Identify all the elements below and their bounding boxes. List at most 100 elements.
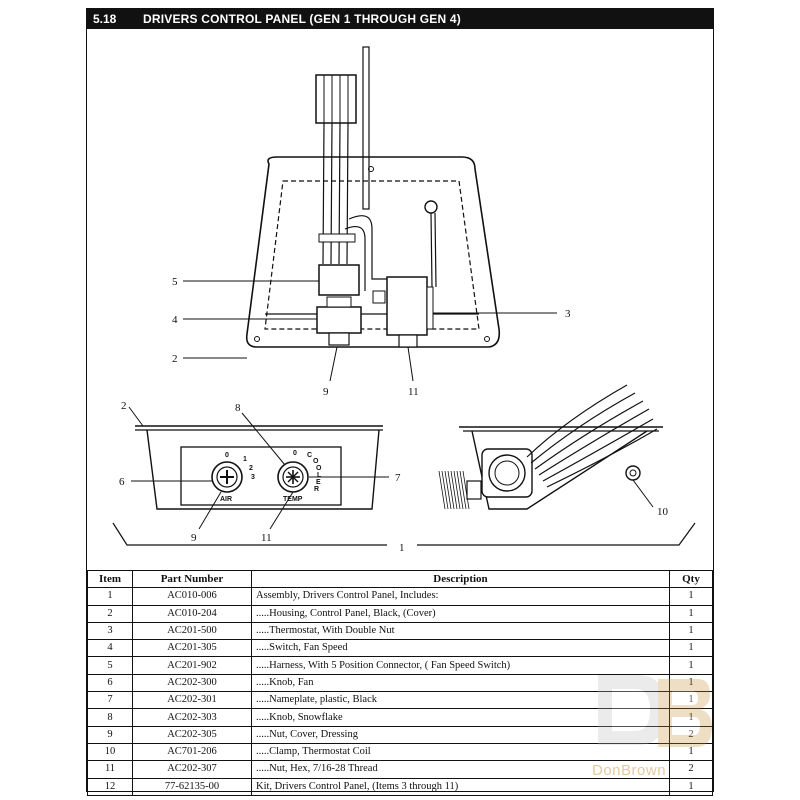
housing-outline [245, 156, 501, 348]
callout-5: 5 [172, 276, 178, 288]
cell-description: .....Switch, Fan Speed [251, 639, 670, 658]
callout-8: 8 [235, 402, 241, 414]
cell-qty: 2 [669, 760, 713, 779]
cell-qty: 1 [669, 691, 713, 710]
cell-description: .....Harness, With 5 Position Connector,… [251, 656, 670, 675]
callout-9: 9 [323, 386, 329, 398]
cell-part-number: AC201-305 [132, 639, 252, 658]
temp-pos-2: O [313, 458, 319, 465]
callout-2-front: 2 [121, 400, 127, 412]
assembly-callout: 1 [399, 542, 405, 554]
cell-item: 7 [87, 691, 133, 710]
cell-qty: 1 [669, 587, 713, 606]
fan-pos-2: 2 [249, 465, 253, 472]
cell-qty: 1 [669, 673, 713, 693]
harness-connector [318, 264, 360, 296]
header-part-number: Part Number [132, 569, 252, 589]
cell-part-number: AC201-902 [132, 656, 252, 675]
header-description: Description [251, 569, 670, 589]
parts-table-header: Item Part Number Description Qty [87, 569, 713, 589]
fan-speed-switch [316, 306, 362, 334]
thermostat [386, 276, 428, 336]
cell-part-number: AC202-300 [132, 673, 252, 693]
cell-part-number: AC202-307 [132, 760, 252, 779]
temp-label: TEMP [283, 496, 303, 503]
nameplate [180, 446, 342, 506]
fan-label: AIR [220, 496, 232, 503]
callout-11-front: 11 [261, 532, 272, 544]
cover-nut-9 [328, 332, 350, 346]
cell-description: Kit, Drivers Control Panel, (Items 3 thr… [251, 777, 670, 796]
callout-4: 4 [172, 314, 178, 326]
section-title: DRIVERS CONTROL PANEL (GEN 1 THROUGH GEN… [143, 12, 461, 26]
cell-qty: 1 [669, 742, 713, 762]
cell-qty: 1 [669, 708, 713, 727]
cell-part-number: 77-62135-00 [132, 777, 252, 796]
top-view-leaders [183, 280, 557, 382]
cell-part-number: AC202-303 [132, 708, 252, 727]
watermark-text: DonBrown [592, 762, 667, 779]
temp-pos-0: 0 [293, 450, 297, 457]
cell-description: .....Nameplate, plastic, Black [251, 691, 670, 710]
temp-pos-1: C [307, 452, 312, 459]
fan-pos-0: 0 [225, 452, 229, 459]
header-qty: Qty [669, 569, 713, 589]
temp-pos-5: E [316, 479, 321, 486]
cell-item: 1 [87, 587, 133, 606]
temp-pos-3: O [316, 465, 322, 472]
cell-qty: 2 [669, 725, 713, 744]
cell-description: .....Thermostat, With Double Nut [251, 621, 670, 641]
temp-pos-6: R [314, 486, 319, 493]
front-view-callouts: 2 8 6 7 9 11 [119, 400, 401, 544]
side-view-callouts: 10 [657, 506, 669, 518]
cell-description: .....Knob, Snowflake [251, 708, 670, 727]
callout-2: 2 [172, 353, 178, 365]
top-view-callouts: 5 4 2 3 9 11 [172, 276, 571, 398]
cell-qty: 1 [669, 639, 713, 658]
callout-1: 1 [399, 542, 405, 554]
front-view-panel [135, 425, 383, 510]
cell-item: 2 [87, 604, 133, 623]
cell-item: 5 [87, 656, 133, 675]
cell-part-number: AC701-206 [132, 742, 252, 762]
assembly-bracket [112, 522, 696, 546]
cell-qty: 1 [669, 604, 713, 623]
fan-pos-1: 1 [243, 456, 247, 463]
cell-part-number: AC202-301 [132, 691, 252, 710]
side-view-panel [438, 384, 663, 510]
callout-3: 3 [565, 308, 571, 320]
cell-qty: 1 [669, 777, 713, 796]
top-view-panel [245, 46, 501, 348]
callout-10: 10 [657, 506, 669, 518]
front-view-leaders [128, 406, 389, 530]
cell-part-number: AC010-006 [132, 587, 252, 606]
cell-part-number: AC201-500 [132, 621, 252, 641]
callout-7: 7 [395, 472, 401, 484]
cell-item: 9 [87, 725, 133, 744]
cell-item: 8 [87, 708, 133, 727]
harness-connector-block [315, 74, 357, 124]
cell-item: 12 [87, 777, 133, 796]
fan-pos-3: 3 [251, 474, 255, 481]
callout-11: 11 [408, 386, 419, 398]
cell-part-number: AC010-204 [132, 604, 252, 623]
cell-part-number: AC202-305 [132, 725, 252, 744]
dial-markings: 0 1 2 3 AIR 0 C O O L E R TEMP [220, 450, 322, 503]
section-header-bar: 5.18 DRIVERS CONTROL PANEL (GEN 1 THROUG… [87, 9, 713, 29]
cell-qty: 1 [669, 621, 713, 641]
capillary-tube [362, 46, 370, 210]
cell-description: Assembly, Drivers Control Panel, Include… [251, 587, 670, 606]
